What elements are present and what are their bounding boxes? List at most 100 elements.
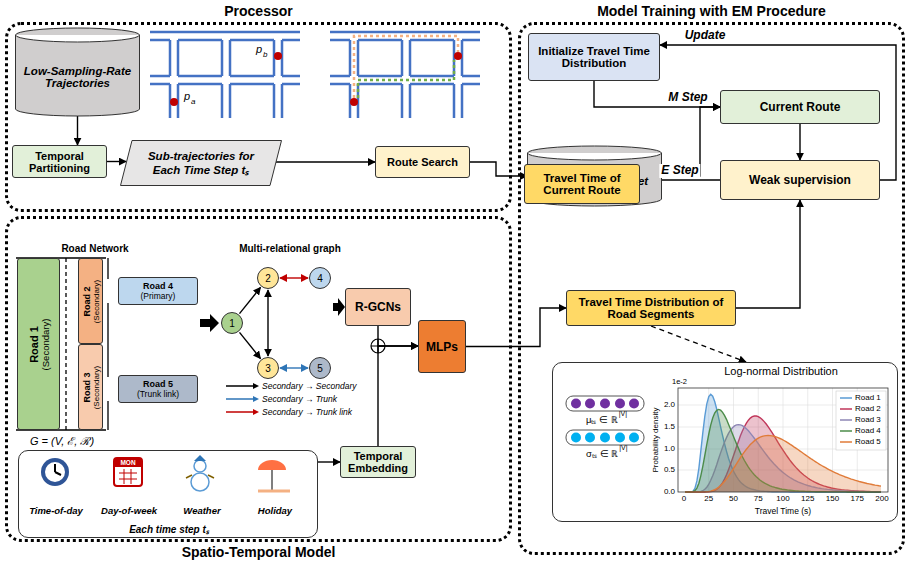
connector [240, 287, 261, 313]
node-text: Road 2 [81, 286, 91, 316]
graph-vertex: 3 [257, 357, 279, 379]
candidate-routes-part [358, 60, 454, 98]
connector [378, 346, 418, 446]
time-icons-part [258, 490, 290, 493]
node-text: 5 [317, 363, 323, 374]
node-text: Road 4 [143, 281, 173, 291]
node-content: Road 3(Secondary) [78, 344, 103, 430]
node-text: Travel Time Distribution of Road Segment… [571, 296, 731, 320]
graph-legend-samples-part [253, 396, 259, 402]
node-text: Road 3 [81, 372, 91, 402]
legend-text: Secondary → Trunk [262, 394, 337, 404]
label-text: 150 [826, 494, 839, 503]
node-content: Travel Time Distribution of Road Segment… [567, 291, 735, 325]
connector [378, 326, 418, 346]
node-content: Low-Sampling-Rate Trajectories [15, 28, 140, 116]
embedding-vectors-part-part [600, 399, 610, 409]
time-icons-part [271, 470, 273, 490]
label-text: 0 [682, 494, 686, 503]
road-segment: Road 2(Secondary) [78, 258, 103, 344]
embedding-vectors-part-part [571, 399, 581, 409]
label-text: μₜₛ ∈ ℝ [586, 413, 618, 426]
node-text: 3 [265, 363, 271, 374]
embedding-vectors-part-part [629, 433, 639, 443]
street-map-part [170, 98, 178, 106]
region-title: Processor [8, 3, 509, 19]
chart-legend-samples-part [840, 419, 852, 421]
node-text: Initialize Travel Time Distribution [533, 45, 655, 69]
connector [318, 461, 340, 462]
legend-text: Road 2 [855, 404, 881, 413]
chart-legend-samples [836, 391, 886, 450]
road-segment: Road 4(Primary) [118, 277, 198, 305]
label-text: |V| [619, 444, 627, 451]
thick-arrows-part [333, 298, 345, 316]
label-text: 1.5 [664, 422, 675, 431]
embedding-vectors-part-part [585, 433, 595, 443]
shape-outline [16, 28, 140, 116]
edge-label: E Step [659, 164, 700, 178]
label-text: 100 [776, 494, 789, 503]
node-content: 5 [310, 358, 330, 378]
legend-text: Road 3 [855, 415, 881, 424]
legend-text: Road 5 [855, 437, 881, 446]
node-content: Initialize Travel Time Distribution [529, 34, 659, 80]
connector [799, 124, 800, 160]
node-text: Travel Time of Current Route [529, 172, 635, 196]
connector [280, 277, 308, 278]
node-text: Temporal Partitioning [17, 150, 102, 174]
label-text: 175 [851, 494, 864, 503]
node-content: Route Search [376, 147, 469, 177]
process-box: Initialize Travel Time Distribution [528, 33, 660, 81]
node-content: Temporal Embedding [341, 447, 415, 477]
time-icons-part [194, 455, 206, 461]
node-text: 1 [229, 318, 235, 329]
connector [736, 200, 800, 308]
process-box: Temporal Partitioning [12, 145, 107, 178]
connector [594, 81, 720, 107]
graph-vertex: 4 [309, 267, 331, 289]
node-content: Road 4(Primary) [119, 278, 197, 304]
label-text: b [263, 50, 267, 59]
label-text: 75 [754, 494, 763, 503]
label-text: Probability density [651, 408, 660, 473]
shape-outline [121, 141, 282, 186]
embedding-vectors-part [571, 433, 639, 443]
graph-legend-samples-part [253, 409, 259, 415]
node-content: Current Route [721, 91, 879, 123]
node-content: MLPs [419, 321, 465, 372]
connector [240, 332, 261, 358]
node-text: MLPs [426, 340, 458, 354]
street-map-copy [330, 32, 480, 118]
embedding-vectors-part-part [600, 433, 610, 443]
node-text: Current Route [760, 100, 841, 114]
embedding-vectors-part-part [615, 433, 625, 443]
embedding-vectors-part [566, 396, 644, 411]
time-icons-part [191, 473, 209, 491]
chart-axes [678, 388, 888, 492]
chart-legend-samples-part [840, 408, 852, 410]
connector [107, 161, 126, 162]
road-segment: Road 5(Trunk link) [118, 375, 198, 403]
time-icons-part [41, 458, 69, 486]
graph-legend-samples-part [226, 398, 255, 400]
embedding-vectors-part-part [629, 399, 639, 409]
node-text: (Trunk link) [137, 389, 179, 399]
label-text: p [184, 90, 190, 102]
label-text: |V| [619, 410, 627, 417]
node-shape [120, 140, 282, 186]
chart-axes-part [678, 388, 888, 492]
thick-arrows-part [200, 314, 219, 332]
time-icons-part [45, 462, 65, 482]
node-content: Travel Time of Current Route [525, 165, 639, 203]
node-content: Road 1(Secondary) [17, 258, 60, 430]
edge-label: Update [683, 29, 728, 43]
node-text: R-GCNs [355, 300, 401, 314]
node-text: Weak supervision [749, 173, 851, 187]
chart-legend-samples-part [840, 430, 852, 432]
chart-legend-samples-part [840, 441, 852, 443]
label-text: 200 [875, 494, 888, 503]
candidate-routes [354, 36, 458, 98]
node-text: Weather [166, 505, 238, 516]
time-icons-part [114, 458, 142, 486]
